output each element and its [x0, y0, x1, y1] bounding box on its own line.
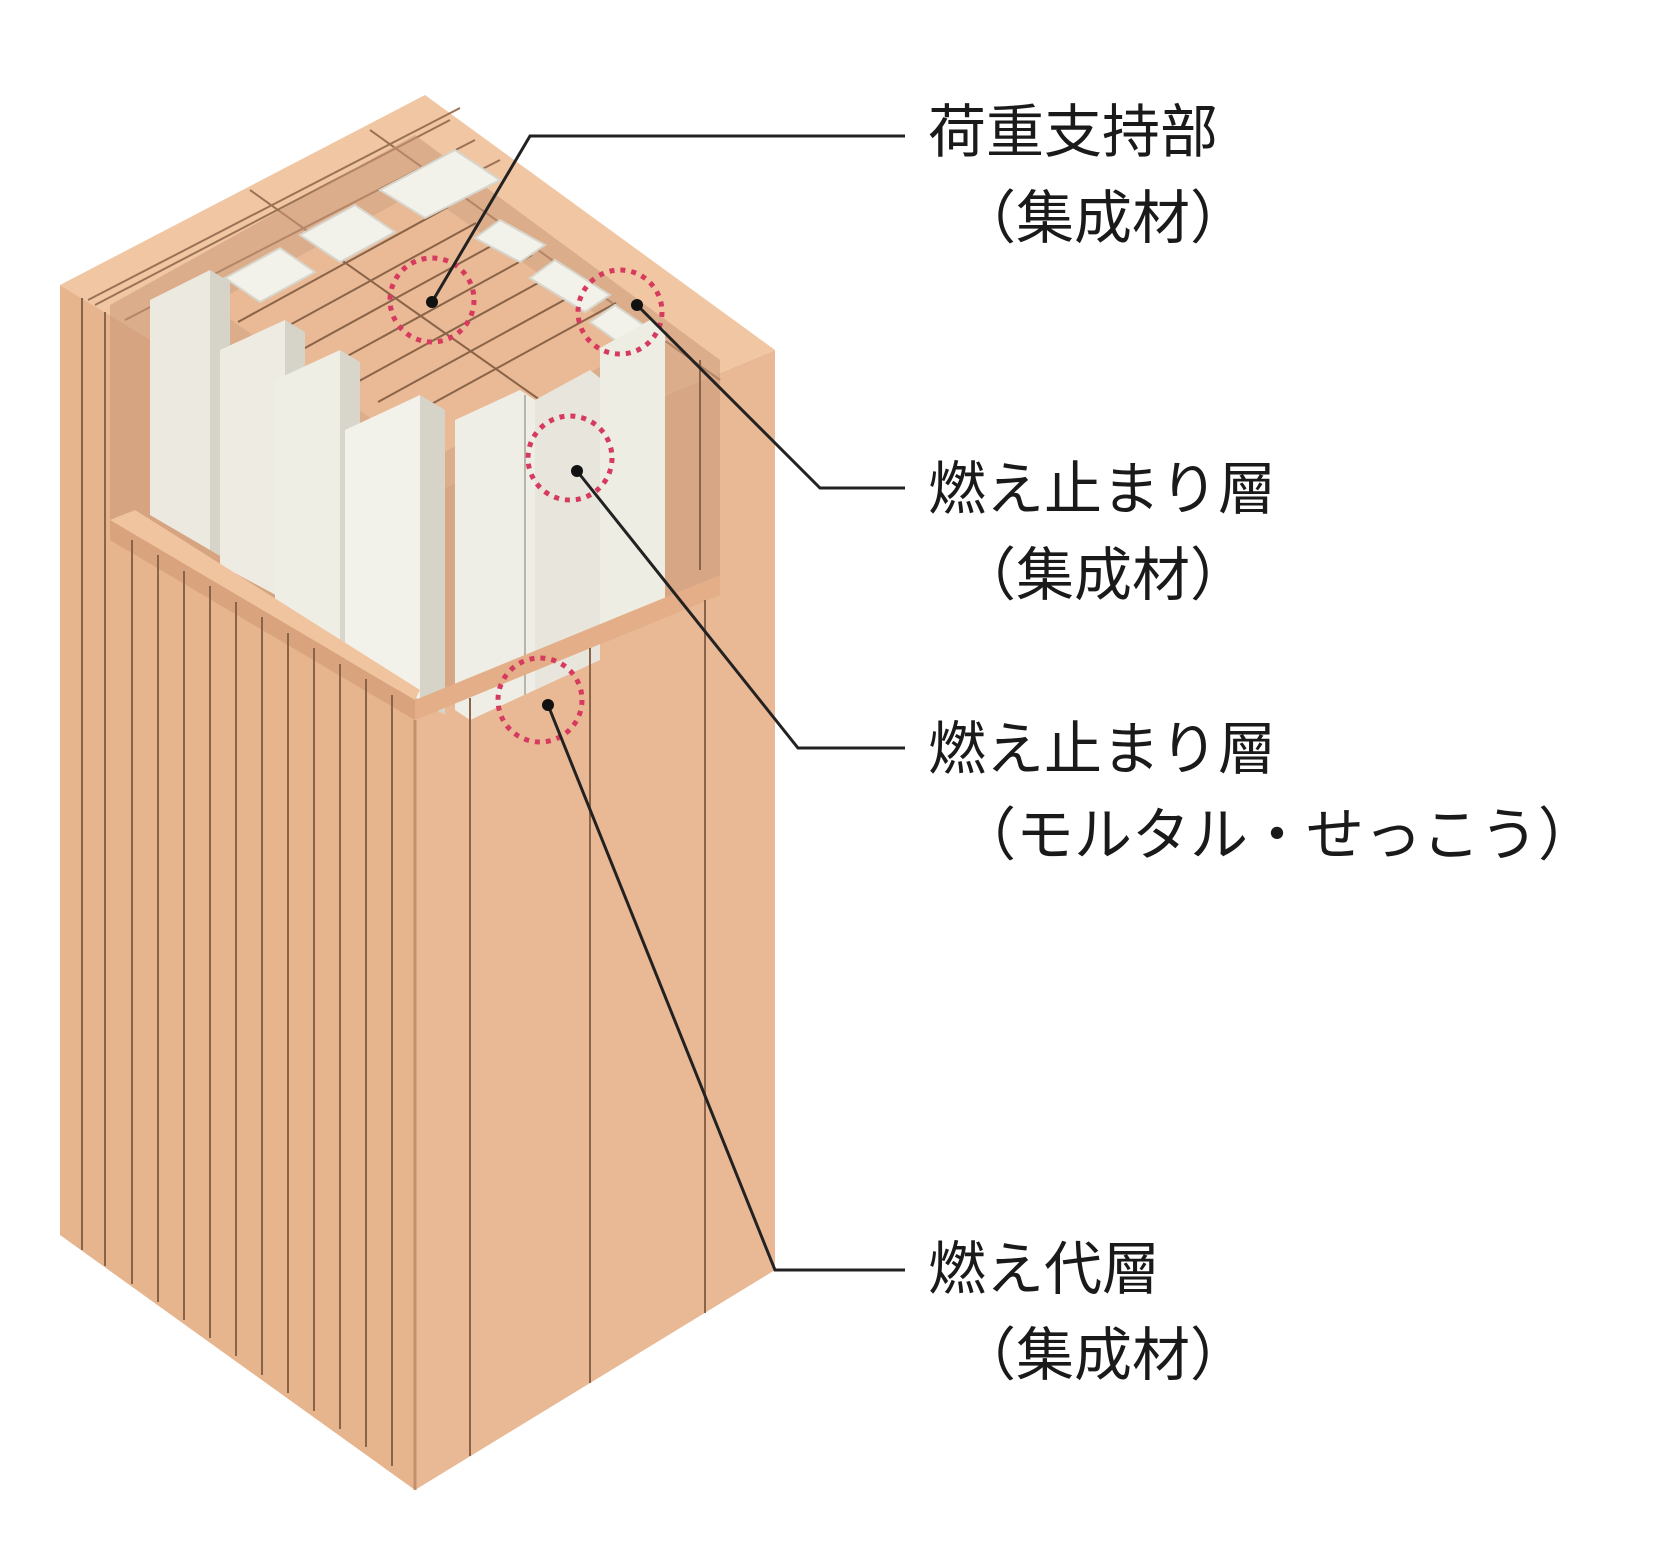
label-burn-stop-glulam-sub: （集成材） — [958, 540, 1249, 609]
right-face-grooves — [469, 360, 706, 1456]
label-char-layer: 燃え代層 （集成材） — [928, 1235, 1248, 1390]
leader-line-1 — [430, 134, 905, 303]
label-burn-stop-mortar: 燃え止まり層 （モルタル・せっこう） — [928, 715, 1596, 870]
label-load-bearing-sub: （集成材） — [958, 183, 1249, 252]
mortar-ring-top — [223, 148, 667, 360]
leader-lines — [430, 134, 905, 1272]
leader-dots — [426, 296, 643, 711]
marker-circle-core — [387, 255, 477, 345]
left-face-grooves — [81, 298, 393, 1466]
label-load-bearing: 荷重支持部 （集成材） — [928, 98, 1248, 253]
marker-circle-char — [495, 655, 585, 745]
label-burn-stop-glulam-main: 燃え止まり層 — [928, 455, 1277, 523]
marker-circle-stop-glulam — [575, 267, 665, 357]
marker-circles — [387, 255, 665, 745]
label-char-layer-main: 燃え代層 — [928, 1235, 1161, 1303]
leader-line-3 — [575, 470, 905, 750]
label-burn-stop-mortar-sub: （モルタル・せっこう） — [958, 800, 1597, 869]
lower-outer-top — [110, 510, 420, 700]
label-char-layer-sub: （集成材） — [958, 1320, 1249, 1389]
leader-line-2 — [635, 303, 905, 490]
mortar-blocks-right — [455, 320, 665, 720]
core-grooves — [237, 206, 617, 419]
label-load-bearing-main: 荷重支持部 — [928, 98, 1219, 166]
core-top — [210, 190, 640, 460]
leader-line-4 — [546, 704, 905, 1272]
lower-ledge-right — [415, 575, 720, 720]
label-burn-stop-mortar-main: 燃え止まり層 — [928, 715, 1277, 783]
mortar-blocks-left — [150, 270, 445, 715]
marker-circle-mortar — [525, 413, 615, 503]
label-burn-stop-glulam: 燃え止まり層 （集成材） — [928, 455, 1276, 610]
column — [60, 95, 775, 1490]
